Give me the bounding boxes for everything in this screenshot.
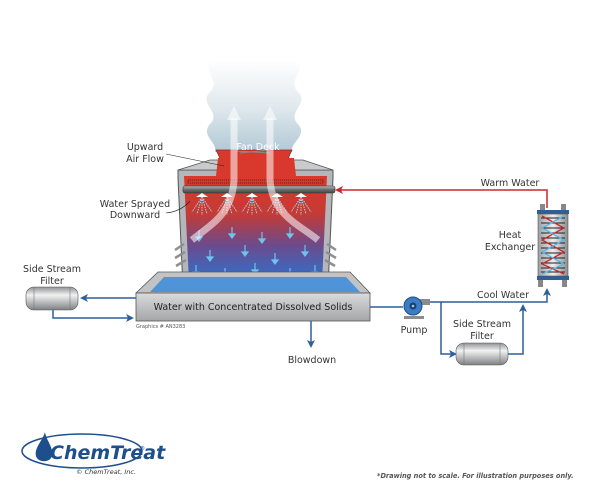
heat-exchanger-label-1: Heat (499, 230, 522, 241)
copyright: © ChemTreat, Inc. (76, 468, 136, 476)
basin-water (150, 277, 360, 292)
right-filter-label-1: Side Stream (453, 319, 511, 330)
drift-eliminator (187, 179, 324, 184)
spray-nozzle (241, 193, 263, 215)
left-filter-label-1: Side Stream (23, 264, 81, 275)
distribution-pipe (182, 185, 336, 194)
heat-exchanger (537, 204, 569, 287)
airflow-arrow-head (227, 106, 241, 120)
left-side-stream-filter (25, 286, 79, 311)
blowdown-label: Blowdown (288, 355, 336, 366)
down-arrow-icon (257, 232, 267, 244)
steam-plume (206, 60, 302, 152)
chemtreat-logo: ChemTreat ® © ChemTreat, Inc. (21, 432, 166, 476)
logo-swoosh (21, 433, 143, 469)
fan-deck-fill (216, 158, 296, 176)
down-arrow-icon (227, 227, 237, 239)
logo-text: ChemTreat (50, 442, 166, 464)
right-filter-label-2: Filter (470, 331, 494, 342)
warm-water-label: Warm Water (481, 178, 540, 189)
right-filter-return-line (508, 304, 527, 355)
louvers-left (174, 242, 187, 268)
left-filter-return-line (52, 310, 134, 322)
water-sprayed-label-1: Water Sprayed (100, 199, 170, 210)
cool-water-line (428, 288, 551, 303)
basin-body (135, 292, 371, 322)
upward-air-flow-label-2: Air Flow (126, 154, 164, 165)
spray-nozzle (191, 193, 213, 215)
water-sprayed-label-2: Downward (110, 210, 160, 221)
right-side-stream-filter (455, 342, 509, 366)
upward-airflow-arrows (189, 106, 321, 243)
down-arrow-icon (270, 253, 280, 265)
fan-blades-icon (235, 149, 271, 154)
warm-water-line (335, 186, 548, 208)
water-sprayed-leader (165, 200, 191, 214)
down-arrow-icon (285, 227, 295, 239)
upward-air-flow-label-1: Upward (127, 142, 163, 153)
spray-nozzle (290, 193, 312, 215)
left-filter-label-2: Filter (40, 276, 64, 287)
heat-exchanger-label-2: Exchanger (485, 242, 535, 253)
disclaimer: *Drawing not to scale. For illustration … (377, 472, 574, 480)
airflow-arrow-head (263, 106, 277, 120)
basin-label: Water with Concentrated Dissolved Solids (154, 302, 353, 313)
pump-icon (403, 296, 430, 319)
airflow-arrow (189, 118, 238, 243)
tower-shoulder-left (177, 159, 221, 171)
right-filter-supply-line (440, 302, 457, 358)
cool-water-label: Cool Water (477, 290, 529, 301)
fan-deck-label: Fan Deck (236, 142, 280, 153)
down-arrow-icon (240, 245, 250, 257)
tower-shoulder-right (292, 159, 334, 171)
louvers-right (324, 242, 337, 268)
airflow-arrow (266, 118, 321, 243)
down-arrow-icon (300, 245, 310, 257)
pump-label: Pump (401, 325, 428, 336)
logo-registered: ® (140, 445, 145, 452)
upward-air-flow-leader (165, 153, 225, 167)
water-drop-icon (35, 432, 53, 462)
graphics-id: Graphics # AN3283 (136, 324, 185, 330)
tower-interior (184, 176, 327, 283)
down-arrow-icon (205, 250, 215, 262)
